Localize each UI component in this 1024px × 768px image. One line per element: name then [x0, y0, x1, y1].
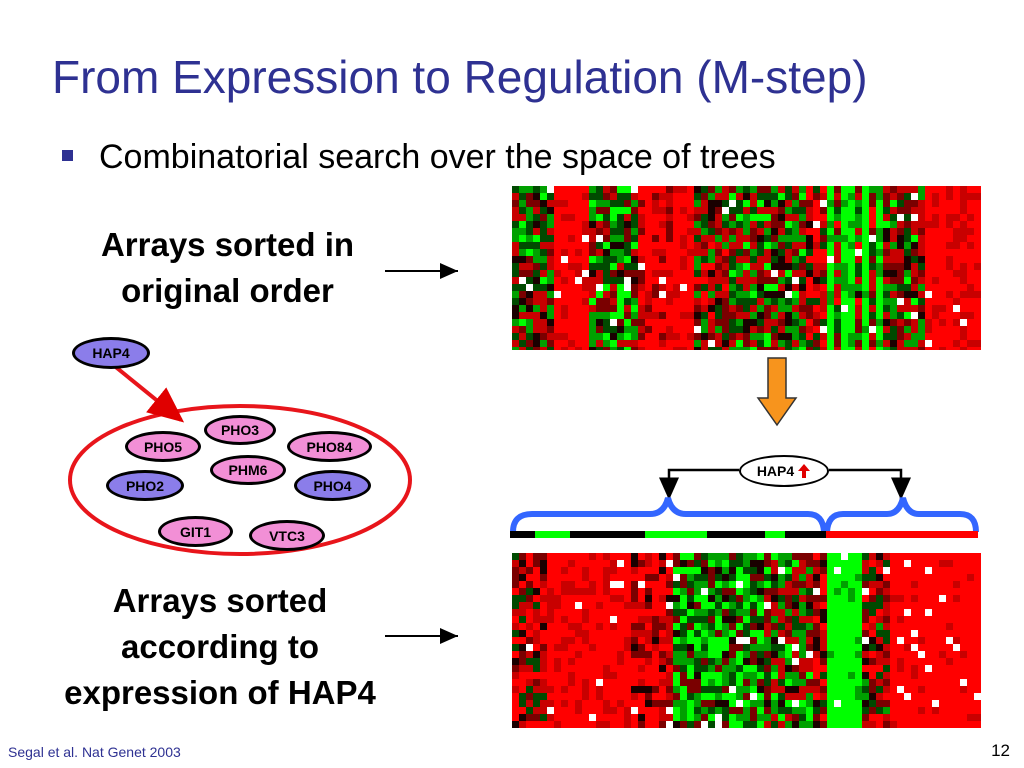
left-group-brace — [510, 497, 827, 533]
split-label-text: HAP4 — [756, 463, 795, 479]
heatmap-sorted-hap4 — [512, 553, 981, 728]
slide-title: From Expression to Regulation (M-step) — [52, 51, 868, 103]
caption-line: expression of HAP4 — [64, 674, 376, 711]
hap4-high-bar — [826, 531, 978, 538]
gene-node-pho2: PHO2 — [106, 470, 184, 501]
up-arrow-icon — [798, 464, 811, 478]
gene-node-pho5: PHO5 — [125, 431, 201, 462]
citation-footer: Segal et al. Nat Genet 2003 — [8, 744, 181, 760]
split-left-connector — [659, 468, 739, 500]
gene-cluster-ellipse — [68, 404, 412, 556]
down-arrow-icon — [756, 357, 798, 427]
gene-node-pho3: PHO3 — [204, 415, 276, 445]
bullet-square-icon — [62, 149, 73, 161]
gene-node-pho84: PHO84 — [287, 431, 372, 462]
gene-node-git1: GIT1 — [158, 516, 233, 547]
caption-original-order: Arrays sorted in original order — [60, 222, 395, 314]
gene-node-phm6: PHM6 — [210, 455, 286, 485]
caption-line: according to — [120, 628, 320, 665]
bullet-text: Combinatorial search over the space of t… — [99, 138, 776, 176]
gene-node-pho4: PHO4 — [294, 470, 371, 501]
caption-line: Arrays sorted in — [100, 226, 355, 263]
heatmap-original-order — [512, 186, 981, 350]
regulator-hap4-node: HAP4 — [72, 337, 150, 369]
right-group-brace — [824, 497, 979, 533]
caption-sorted-hap4: Arrays sorted according to expression of… — [10, 578, 430, 716]
split-right-connector — [829, 468, 911, 500]
caption-line: Arrays sorted — [112, 582, 328, 619]
regulation-arrow — [110, 362, 185, 423]
gene-node-vtc3: VTC3 — [249, 520, 325, 551]
bullet-item: Combinatorial search over the space of t… — [62, 138, 776, 177]
page-number: 12 — [991, 741, 1010, 760]
caption-line: original order — [121, 272, 334, 309]
split-hap4-label: HAP4 — [739, 455, 829, 487]
